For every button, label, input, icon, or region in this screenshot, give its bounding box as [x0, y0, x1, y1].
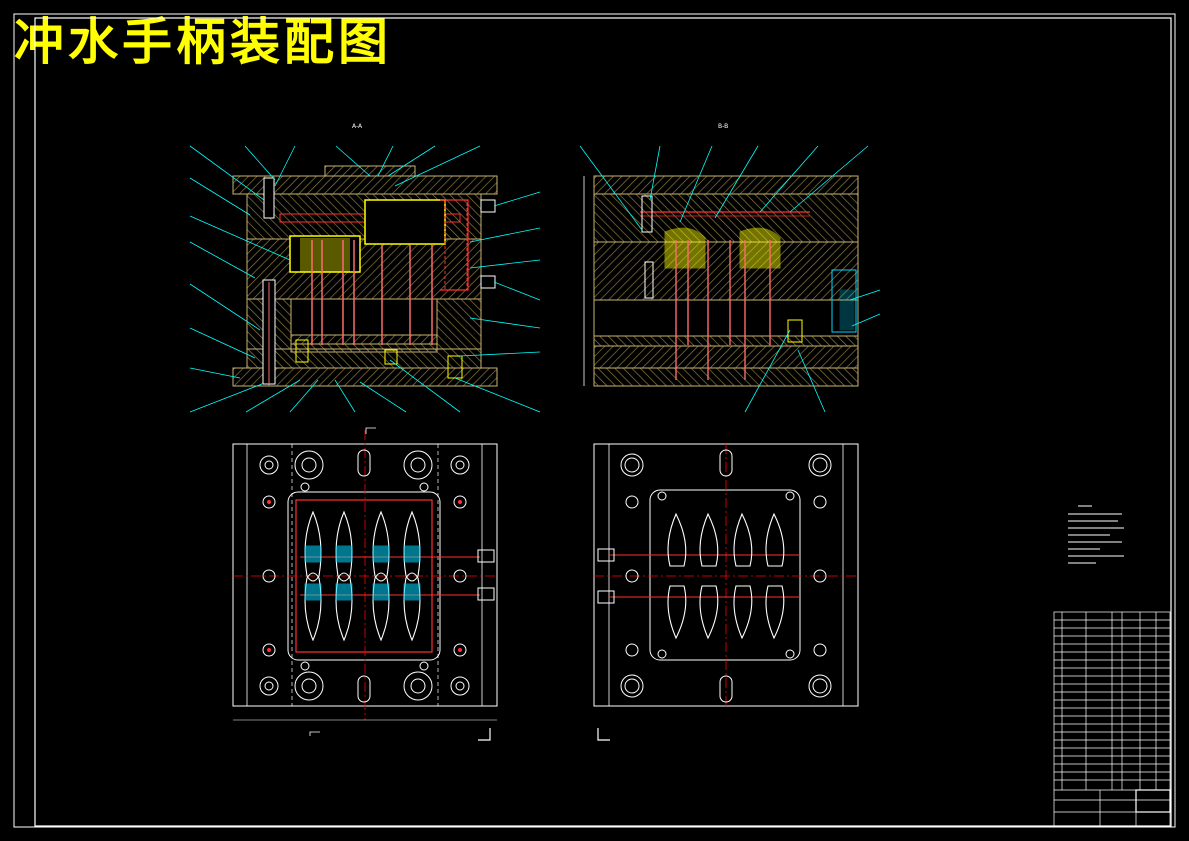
technical-notes — [1068, 505, 1124, 564]
parts-list — [1053, 611, 1171, 827]
drawing-title: 冲水手柄装配图 — [14, 13, 392, 71]
sheet-border-inner — [34, 17, 1172, 827]
plan-view-moving — [232, 427, 498, 741]
moving-mold-plate — [246, 238, 482, 300]
section-a-a: A-A — [189, 123, 541, 413]
fixed-mold-plate — [246, 193, 482, 240]
sheet-border-outer — [13, 13, 1176, 828]
plan-view-fixed — [593, 443, 859, 741]
cavity-insert — [300, 238, 350, 272]
section-a-a-label: A-A — [352, 123, 363, 130]
section-b-b: B-B — [579, 123, 881, 413]
section-b-b-label: B-B — [718, 123, 728, 130]
